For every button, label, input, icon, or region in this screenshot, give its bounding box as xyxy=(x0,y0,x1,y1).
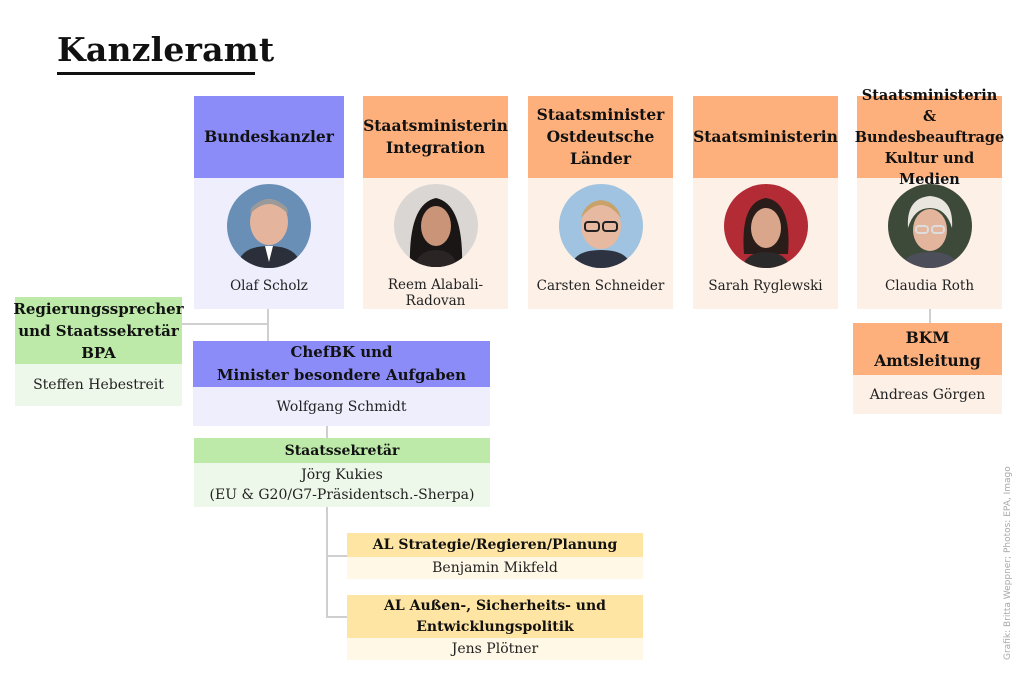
person-panel: Olaf Scholz xyxy=(194,178,344,309)
person-panel: Jörg Kukies (EU & G20/G7-Präsidentsch.-S… xyxy=(194,463,490,507)
connector-scholz-down xyxy=(267,308,269,342)
card-staatsministerin: Staatsministerin Sarah Ryglewski xyxy=(693,96,838,309)
photo-credit: Grafik: Britta Weppner; Photos: EPA, Ima… xyxy=(1003,466,1013,660)
card-bundeskanzler: Bundeskanzler Olaf Scholz xyxy=(194,96,344,309)
person-panel: Carsten Schneider xyxy=(528,178,673,309)
person-name: Jens Plötner xyxy=(347,638,643,660)
connector-chief-secretary xyxy=(326,425,328,439)
card-chefbk: ChefBK und Minister besondere Aufgaben W… xyxy=(193,341,490,426)
portrait-schneider-icon xyxy=(558,184,643,268)
card-al-strategie: AL Strategie/Regieren/Planung Benjamin M… xyxy=(347,533,643,579)
role-header: Staatsministerin xyxy=(693,96,838,178)
role-header: AL Strategie/Regieren/Planung xyxy=(347,533,643,557)
portrait-photo xyxy=(227,184,311,268)
role-line-2: Amtsleitung xyxy=(874,351,981,370)
person-name: Reem Alabali-Radovan xyxy=(387,277,484,309)
portrait-photo xyxy=(887,184,972,268)
role-header: Regierungssprecher und Staatssekretär BP… xyxy=(13,297,184,364)
portrait-photo xyxy=(558,184,643,268)
card-staatsministerin-kultur-medien: Staatsministerin & Bundesbeauftrage Kult… xyxy=(855,87,1005,309)
portrait-roth-icon xyxy=(887,184,972,268)
person-detail: (EU & G20/G7-Präsidentsch.-Sherpa) xyxy=(209,487,475,503)
role-header: Bundeskanzler xyxy=(194,96,344,178)
role-line-1: BKM xyxy=(905,328,950,347)
card-staatsminister-ostdeutsche-laender: Staatsminister Ostdeutsche Länder Carste… xyxy=(528,96,673,309)
connector-spokesperson xyxy=(182,323,268,325)
role-header: AL Außen-, Sicherheits- und Entwicklungs… xyxy=(347,595,643,638)
portrait-photo xyxy=(393,184,478,267)
person-name: Benjamin Mikfeld xyxy=(347,557,643,579)
role-header: Staatssekretär xyxy=(194,438,490,463)
title-underline xyxy=(57,72,255,75)
person-name: Carsten Schneider xyxy=(536,278,665,294)
card-staatssekretaer: Staatssekretär Jörg Kukies (EU & G20/G7-… xyxy=(194,438,490,507)
role-line-2: Minister besondere Aufgaben xyxy=(216,366,467,384)
role-line-1: ChefBK und xyxy=(290,343,393,361)
person-panel: Sarah Ryglewski xyxy=(693,178,838,309)
role-header: BKM Amtsleitung xyxy=(853,323,1002,375)
page-title: Kanzleramt xyxy=(57,30,275,69)
connector-roth-bkm xyxy=(929,308,931,324)
person-panel: Claudia Roth xyxy=(857,178,1002,309)
portrait-ryglewski-icon xyxy=(723,184,808,268)
role-header: Staatsminister Ostdeutsche Länder xyxy=(528,96,673,178)
person-name: Wolfgang Schmidt xyxy=(193,387,490,426)
person-name: Olaf Scholz xyxy=(230,278,308,294)
portrait-photo xyxy=(723,184,808,268)
person-name: Jörg Kukies xyxy=(301,467,383,483)
role-header: Staatsministerin & Bundesbeauftrage Kult… xyxy=(855,87,1005,188)
portrait-scholz-icon xyxy=(227,184,311,268)
person-panel: Reem Alabali-Radovan xyxy=(363,178,508,309)
connector-department-2 xyxy=(326,616,348,618)
card-staatsministerin-integration: Staatsministerin Integration Reem Alabal… xyxy=(363,96,508,309)
person-name: Sarah Ryglewski xyxy=(708,278,823,294)
connector-department-1 xyxy=(326,555,348,557)
connector-departments-vertical xyxy=(326,507,328,617)
card-al-aussenpolitik: AL Außen-, Sicherheits- und Entwicklungs… xyxy=(347,595,643,660)
card-bkm-amtsleitung: BKM Amtsleitung Andreas Görgen xyxy=(853,323,1002,414)
card-regierungssprecher: Regierungssprecher und Staatssekretär BP… xyxy=(13,297,184,406)
portrait-alabali-radovan-icon xyxy=(393,184,478,267)
person-name: Steffen Hebestreit xyxy=(15,364,182,406)
role-header: ChefBK und Minister besondere Aufgaben xyxy=(193,341,490,387)
person-name: Claudia Roth xyxy=(884,278,975,294)
role-header: Staatsministerin Integration xyxy=(363,96,508,178)
person-name: Andreas Görgen xyxy=(853,375,1002,414)
